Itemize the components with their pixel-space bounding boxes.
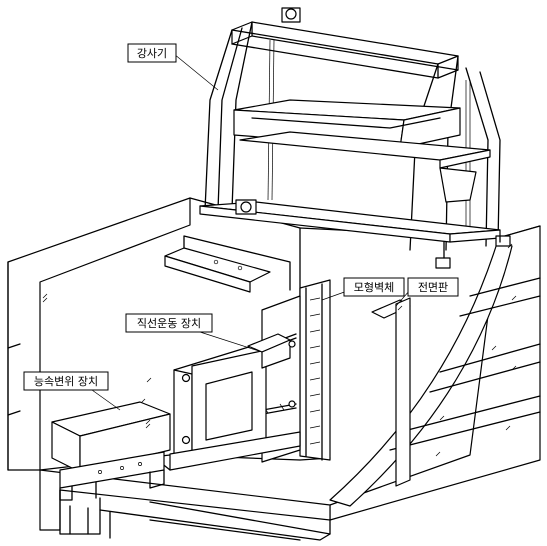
front-plate bbox=[371, 297, 411, 487]
label-displacement-text: 능속변위 장치 bbox=[34, 375, 98, 388]
label-model-wall: 모형벽체 bbox=[343, 277, 405, 297]
label-displacement: 능속변위 장치 bbox=[23, 371, 109, 391]
label-front-plate-text: 전면판 bbox=[418, 281, 448, 294]
loading-frame bbox=[199, 7, 511, 269]
displacement-device bbox=[51, 401, 171, 501]
label-linear-motion: 직선운동 장치 bbox=[125, 313, 213, 333]
label-loader-text: 강사기 bbox=[137, 47, 167, 60]
linear-motion-device bbox=[159, 295, 301, 471]
label-model-wall-text: 모형벽체 bbox=[354, 281, 394, 294]
label-linear-motion-text: 직선운동 장치 bbox=[137, 317, 201, 330]
wall-bracket bbox=[164, 235, 291, 293]
model-wall bbox=[299, 279, 331, 461]
label-loader: 강사기 bbox=[127, 43, 177, 63]
tank-outline bbox=[7, 197, 541, 541]
label-front-plate: 전면판 bbox=[407, 277, 459, 297]
